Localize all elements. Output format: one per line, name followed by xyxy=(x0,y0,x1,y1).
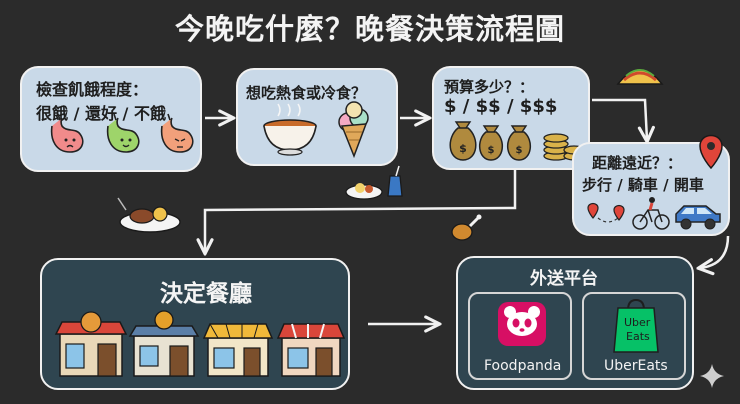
step-temperature-box: 想吃熱食或冷食？ xyxy=(236,68,398,166)
restaurant-storefronts xyxy=(54,310,346,377)
chicken-leg-icon xyxy=(451,214,482,241)
sparkle-icon xyxy=(700,364,724,388)
foodpanda-card[interactable]: Foodpanda xyxy=(468,292,572,380)
delivery-label: 外送平台 xyxy=(530,269,598,289)
arrow-distance-to-delivery xyxy=(700,235,730,268)
car-icon xyxy=(675,205,721,230)
budget-options: $ / $$ / $$$ xyxy=(444,96,558,117)
steak-plate-icon xyxy=(117,197,181,233)
transport-icons xyxy=(587,197,721,230)
budget-question: 預算多少？： xyxy=(444,78,535,96)
bistro-shop-icon xyxy=(276,323,346,377)
arrow-budget-to-restaurant xyxy=(205,170,517,252)
bicycle-icon xyxy=(632,197,670,230)
cafe-shop-icon xyxy=(202,323,274,377)
step-hunger-box: 檢查飢餓程度： 很餓 / 還好 / 不餓 xyxy=(20,66,202,172)
page-title: 今晚吃什麼？晚餐決策流程圖 xyxy=(174,12,565,46)
stomach-okay-icon xyxy=(106,113,140,153)
ice-cream-cone-icon xyxy=(338,101,369,159)
foodpanda-logo-icon xyxy=(498,302,546,346)
stomach-not-hungry-icon xyxy=(160,113,194,153)
arrow-budget-to-distance xyxy=(592,98,647,140)
restaurant-label: 決定餐廳 xyxy=(160,281,252,307)
ubereats-logo-text-uber: Uber xyxy=(624,316,651,329)
stomach-icons xyxy=(50,113,194,153)
step-budget-box: 預算多少？： $ / $$ / $$$ $ $ $ xyxy=(432,66,590,170)
money-bag-icon: $ xyxy=(449,121,477,161)
temperature-question: 想吃熱食或冷食？ xyxy=(246,84,367,102)
food-temp-icons xyxy=(263,101,369,159)
restaurant-box: 決定餐廳 xyxy=(40,258,350,390)
delivery-box: 外送平台 Foodpanda Uber Eats UberEats xyxy=(456,256,694,390)
hunger-options: 很餓 / 還好 / 不餓 xyxy=(36,104,166,123)
meal-plate-icon xyxy=(345,165,403,200)
hot-soup-icon xyxy=(263,103,317,156)
stomach-very-hungry-icon xyxy=(50,113,84,153)
svg-text:$: $ xyxy=(488,145,495,156)
money-bag-icon: $ xyxy=(507,125,531,161)
ubereats-card[interactable]: Uber Eats UberEats xyxy=(582,292,686,380)
foodpanda-label: Foodpanda xyxy=(484,358,562,374)
hunger-question: 檢查飢餓程度： xyxy=(36,80,149,99)
svg-text:$: $ xyxy=(516,145,523,156)
walking-route-icon xyxy=(587,202,625,223)
distance-options: 步行 / 騎車 / 開車 xyxy=(582,176,704,194)
step-distance-box: 距離遠近？： 步行 / 騎車 / 開車 xyxy=(572,142,730,236)
ubereats-bag-icon xyxy=(613,298,659,353)
ubereats-logo-text-eats: Eats xyxy=(626,330,650,343)
burger-shop-icon xyxy=(54,311,128,377)
taco-icon xyxy=(616,69,664,85)
distance-question: 距離遠近？： xyxy=(592,154,683,172)
diner-icon xyxy=(128,310,200,377)
location-pin-icon xyxy=(699,134,723,170)
svg-text:$: $ xyxy=(459,142,467,155)
money-bag-icon: $ xyxy=(479,125,503,161)
ubereats-label: UberEats xyxy=(604,358,668,374)
